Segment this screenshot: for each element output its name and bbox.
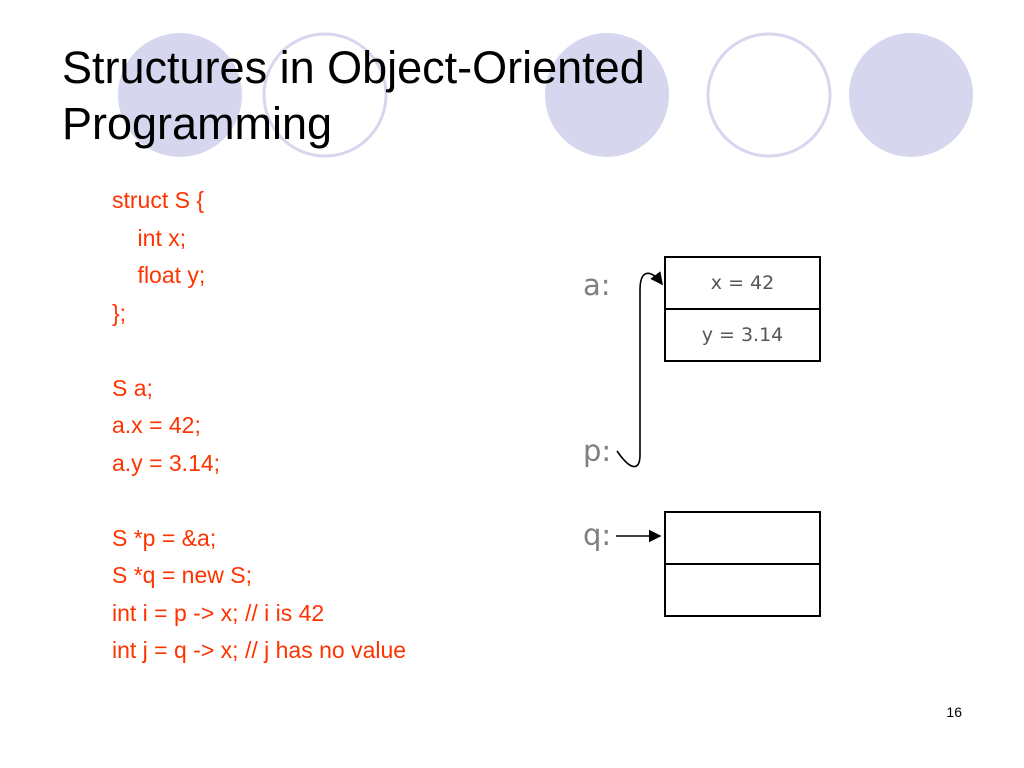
pointer-p-to-a-arrow: [616, 271, 663, 468]
code-line: a.x = 42;: [112, 412, 201, 438]
struct-a-x-cell: x = 42: [710, 272, 775, 294]
code-line: float y;: [112, 262, 206, 288]
code-line: int j = q -> x; // j has no value: [112, 637, 407, 663]
struct-q-box: [664, 511, 821, 617]
code-listing: struct S { int x; float y; }; S a; a.x =…: [112, 182, 552, 670]
code-line: S a;: [112, 374, 153, 401]
code-line: S *q = new S;: [112, 562, 252, 588]
code-line: a.y = 3.14;: [112, 449, 221, 476]
code-line: struct S {: [112, 187, 205, 213]
label-a: a:: [583, 268, 611, 302]
struct-q-y-cell: [666, 563, 819, 615]
slide-title: Structures in Object-Oriented Programmin…: [62, 40, 822, 152]
code-line: };: [112, 299, 127, 326]
code-line: int i = p -> x; // i is 42: [112, 599, 325, 626]
code-line: int x;: [112, 224, 187, 251]
decorative-circles: [118, 32, 973, 158]
struct-a-box: x = 42 y = 3.14: [664, 256, 821, 362]
struct-a-y-cell: y = 3.14: [666, 308, 819, 360]
decor-circle-outline: [262, 32, 388, 158]
decor-circle-filled: [545, 33, 669, 157]
decor-circle-outline: [706, 32, 832, 158]
slide-title-line-2: Programming: [62, 98, 333, 149]
decor-circle-filled: [849, 33, 973, 157]
decor-circle-filled: [118, 33, 242, 157]
code-line: S *p = &a;: [112, 524, 217, 551]
page-number: 16: [946, 704, 962, 720]
label-p: p:: [583, 434, 612, 468]
label-q: q:: [583, 518, 612, 552]
slide-title-line-1: Structures in Object-Oriented: [62, 42, 645, 93]
